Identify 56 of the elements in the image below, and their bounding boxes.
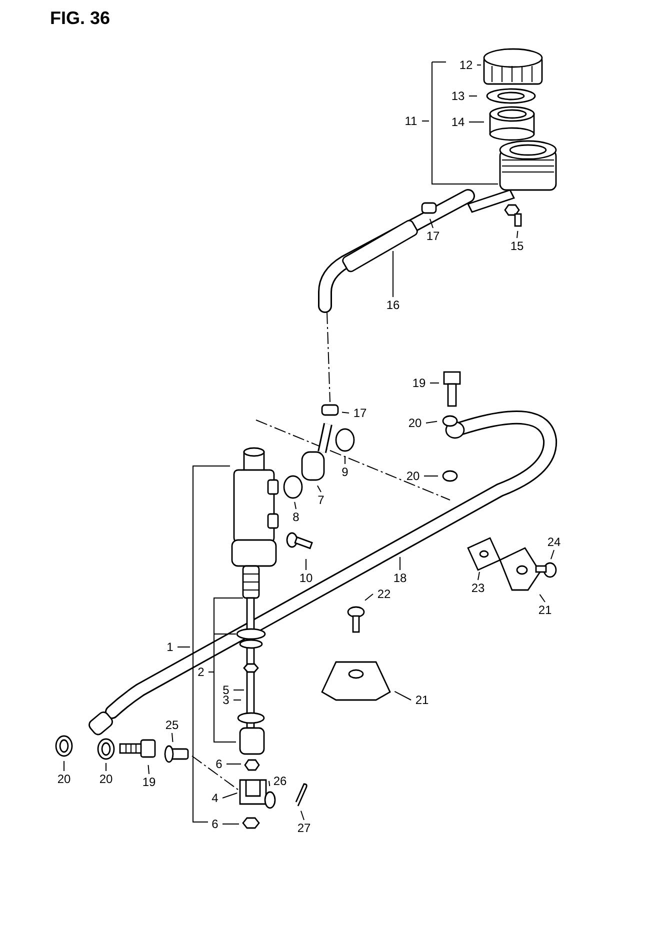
callout-number: 13 <box>449 88 467 104</box>
callout-number: 25 <box>163 717 181 733</box>
callout-number: 8 <box>290 509 302 525</box>
callout-number: 17 <box>424 228 442 244</box>
callout-number: 19 <box>410 375 428 391</box>
leader-line <box>476 64 482 66</box>
callout-number: 7 <box>316 492 326 508</box>
leader-line <box>294 501 296 510</box>
callout-number: 18 <box>391 570 409 586</box>
leader-line <box>341 412 350 414</box>
leader-line <box>148 764 150 774</box>
callout-number: 23 <box>469 580 487 596</box>
callout-number: 19 <box>140 774 158 790</box>
leader-line <box>222 792 238 798</box>
callout-number: 6 <box>214 756 224 772</box>
callout-number: 2 <box>196 664 206 680</box>
leader-line <box>392 250 394 298</box>
leader-line <box>550 550 554 560</box>
figure-title: FIG. 36 <box>50 8 110 29</box>
callout-number: 20 <box>55 771 73 787</box>
callout-number: 15 <box>508 238 526 254</box>
leader-line <box>478 571 480 580</box>
callout-number: 6 <box>210 816 220 832</box>
callout-number: 20 <box>97 771 115 787</box>
leader-line <box>344 456 346 464</box>
callout-number: 12 <box>457 57 475 73</box>
callout-number: 1 <box>164 639 176 655</box>
callout-number: 27 <box>295 820 313 836</box>
leader-line <box>430 382 440 384</box>
leader-line <box>177 466 230 822</box>
leader-line <box>426 420 438 424</box>
callout-number: 21 <box>413 692 431 708</box>
leader-line <box>300 810 304 820</box>
leader-line <box>516 230 518 238</box>
leader-line <box>539 594 546 602</box>
leader-line <box>364 594 374 601</box>
leader-line <box>268 780 270 787</box>
callout-number: 26 <box>271 773 289 789</box>
callout-number: 10 <box>297 570 315 586</box>
callout-number: 11 <box>402 113 420 129</box>
leader-line <box>394 690 412 700</box>
callout-number: 24 <box>545 534 563 550</box>
leader-line <box>316 485 322 492</box>
leader-line <box>208 598 244 742</box>
leader-line <box>422 62 498 184</box>
leader-line <box>429 218 434 228</box>
callout-number: 16 <box>384 297 402 313</box>
callout-number: 14 <box>449 114 467 130</box>
callout-number: 21 <box>536 602 554 618</box>
callout-number: 22 <box>375 586 393 602</box>
callout-number: 4 <box>210 790 220 806</box>
callout-number: 20 <box>406 415 424 431</box>
callout-number: 20 <box>404 468 422 484</box>
callout-number: 17 <box>351 405 369 421</box>
leader-line <box>172 732 174 742</box>
callout-number: 9 <box>340 464 350 480</box>
